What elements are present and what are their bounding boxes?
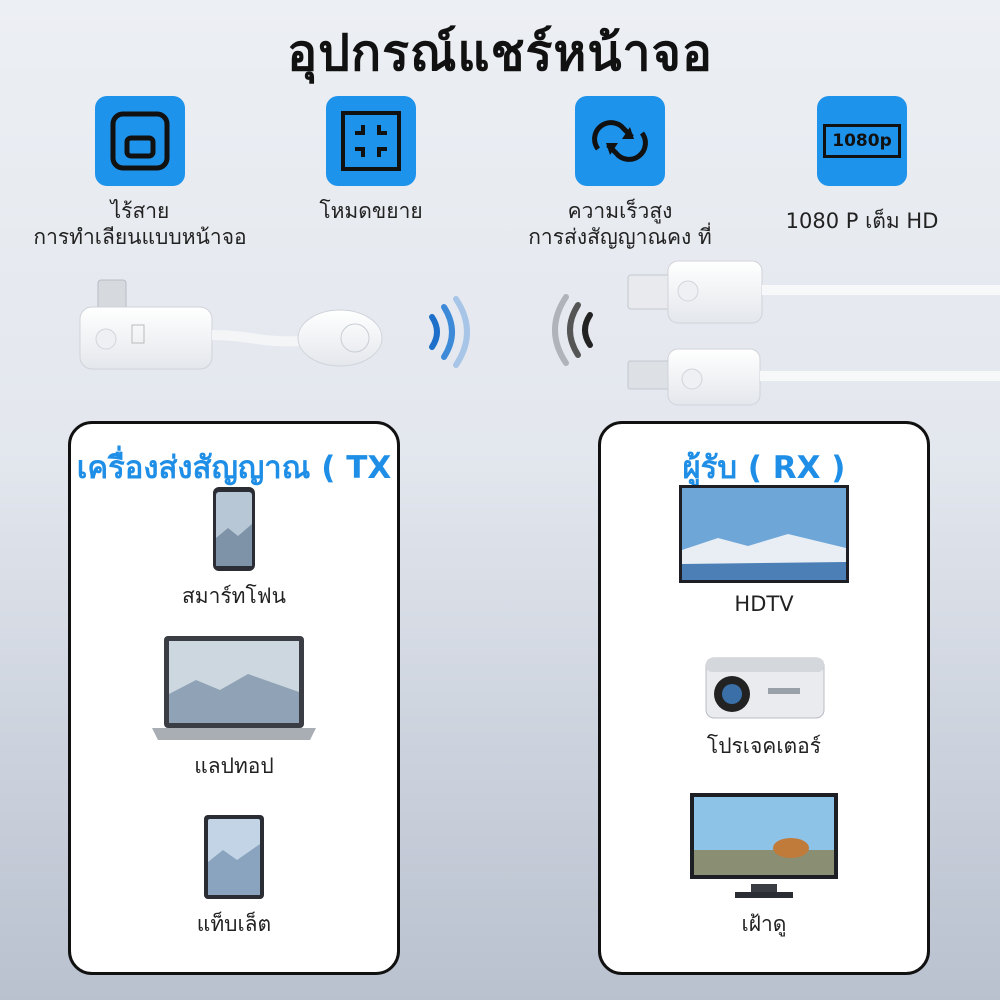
smartphone-icon	[213, 487, 255, 571]
resolution-badge: 1080p	[823, 124, 901, 158]
feature-label: โหมดขยาย	[319, 199, 423, 223]
item-label: แท็บเล็ต	[196, 912, 272, 936]
list-item: เฝ้าดู	[601, 792, 927, 941]
list-item: สมาร์ทโฟน	[71, 486, 397, 613]
feature-wireless-mirroring: ไร้สาย การทำเลียนแบบหน้าจอ	[10, 96, 270, 250]
screen-mirror-icon	[95, 96, 185, 186]
signal-waves-left	[429, 296, 470, 368]
item-label: สมาร์ทโฟน	[181, 584, 287, 608]
feature-label: 1080 P เต็ม HD	[785, 209, 939, 233]
laptop-icon	[152, 636, 316, 740]
projector-icon	[705, 657, 825, 719]
sync-arrows-icon	[575, 96, 665, 186]
receiver-panel: ผู้รับ ( RX ) HDTV โปรเจคเตอร์ เฝ้า	[598, 421, 930, 975]
feature-label: ความเร็วสูง การส่งสัญญาณคง ที่	[528, 199, 712, 249]
tablet-icon	[204, 815, 264, 899]
item-label: แลปทอป	[194, 754, 274, 778]
list-item: แลปทอป	[71, 634, 397, 783]
list-item: โปรเจคเตอร์	[601, 652, 927, 763]
feature-full-hd: 1080p 1080 P เต็ม HD	[732, 96, 992, 234]
page-title: อุปกรณ์แชร์หน้าจอ	[287, 24, 713, 82]
feature-high-speed: ความเร็วสูง การส่งสัญญาณคง ที่	[490, 96, 750, 250]
item-label: โปรเจคเตอร์	[706, 734, 822, 758]
rx-heading: ผู้รับ ( RX )	[682, 450, 846, 486]
feature-expand-mode: โหมดขยาย	[241, 96, 501, 224]
transmitter-dongle	[79, 279, 383, 370]
item-label: เฝ้าดู	[741, 912, 787, 936]
transmitter-panel: เครื่องส่งสัญญาณ ( TX ) สมาร์ทโฟน แลปทอป…	[68, 421, 400, 975]
signal-waves-right	[552, 294, 593, 366]
item-label: HDTV	[734, 592, 794, 616]
list-item: แท็บเล็ต	[71, 814, 397, 941]
expand-mode-icon	[326, 96, 416, 186]
receiver-hdmi	[627, 260, 1000, 406]
dongle-illustration	[79, 260, 1000, 406]
resolution-1080p-icon: 1080p	[817, 96, 907, 186]
hdtv-icon	[679, 485, 849, 583]
monitor-icon	[690, 793, 838, 898]
list-item: HDTV	[601, 484, 927, 616]
feature-label: ไร้สาย การทำเลียนแบบหน้าจอ	[33, 199, 247, 249]
